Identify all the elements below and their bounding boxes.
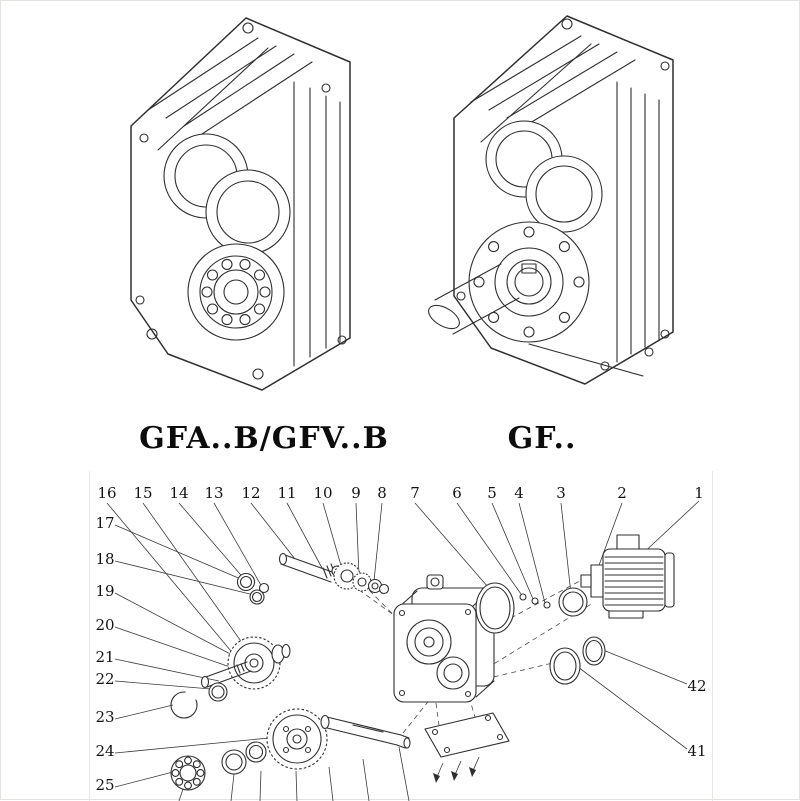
bolt-holes	[456, 61, 670, 371]
housing-part	[393, 574, 495, 703]
part-callout-20: 20	[95, 616, 115, 634]
oring-part	[475, 582, 515, 634]
bearing-bores	[163, 133, 291, 255]
left-model-label: GFA..B/GFV..B	[139, 421, 389, 456]
part-callout-5: 5	[487, 484, 497, 502]
output-shaft-part	[320, 714, 411, 749]
adapter-ring-part	[558, 587, 588, 617]
input-shaft-part	[278, 552, 343, 583]
part-callout-14: 14	[169, 484, 189, 502]
part-callout-11: 11	[277, 484, 297, 502]
output-flange	[468, 221, 590, 343]
intermediate-gear-part	[227, 636, 291, 690]
retaining-rings-part	[236, 572, 270, 605]
gasket-part	[424, 712, 510, 783]
part-callout-13: 13	[204, 484, 224, 502]
part-callout-16: 16	[97, 484, 117, 502]
fastener-bolts-part	[519, 593, 551, 609]
page-edge-left	[89, 471, 90, 801]
part-callout-1: 1	[694, 484, 704, 502]
exploded-parts-diagram	[106, 500, 700, 801]
gearbox-gfa-drawing	[130, 17, 351, 391]
part-callout-23: 23	[95, 708, 115, 726]
gearbox-gf-drawing	[428, 15, 674, 385]
part-callout-4: 4	[514, 484, 524, 502]
bearing-bores	[485, 120, 603, 233]
output-shaft	[428, 263, 544, 335]
part-callout-22: 22	[95, 670, 115, 688]
part-callout-2: 2	[617, 484, 627, 502]
bolt-holes	[135, 83, 347, 380]
part-callout-7: 7	[410, 484, 420, 502]
lower-bearing	[187, 243, 285, 341]
intermediate-shaft-part	[170, 661, 252, 719]
page-edge-right	[712, 471, 713, 801]
part-callout-24: 24	[95, 742, 115, 760]
part-callout-19: 19	[95, 582, 115, 600]
seal-rings-part	[549, 636, 606, 685]
part-callout-42: 42	[687, 677, 707, 695]
right-model-label: GF..	[507, 421, 577, 456]
part-callout-21: 21	[95, 648, 115, 666]
part-callout-8: 8	[377, 484, 387, 502]
part-callout-3: 3	[556, 484, 566, 502]
part-callout-9: 9	[351, 484, 361, 502]
input-gears-part	[333, 562, 390, 595]
leader-lines	[106, 500, 700, 801]
part-callout-12: 12	[241, 484, 261, 502]
part-callout-25: 25	[95, 776, 115, 794]
part-callout-17: 17	[95, 514, 115, 532]
output-bearing-part	[170, 741, 267, 791]
part-callout-18: 18	[95, 550, 115, 568]
part-callout-41: 41	[687, 742, 707, 760]
part-callout-6: 6	[452, 484, 462, 502]
part-callout-10: 10	[313, 484, 333, 502]
motor-part	[580, 534, 675, 619]
output-gear-part	[266, 708, 328, 770]
part-callout-15: 15	[133, 484, 153, 502]
